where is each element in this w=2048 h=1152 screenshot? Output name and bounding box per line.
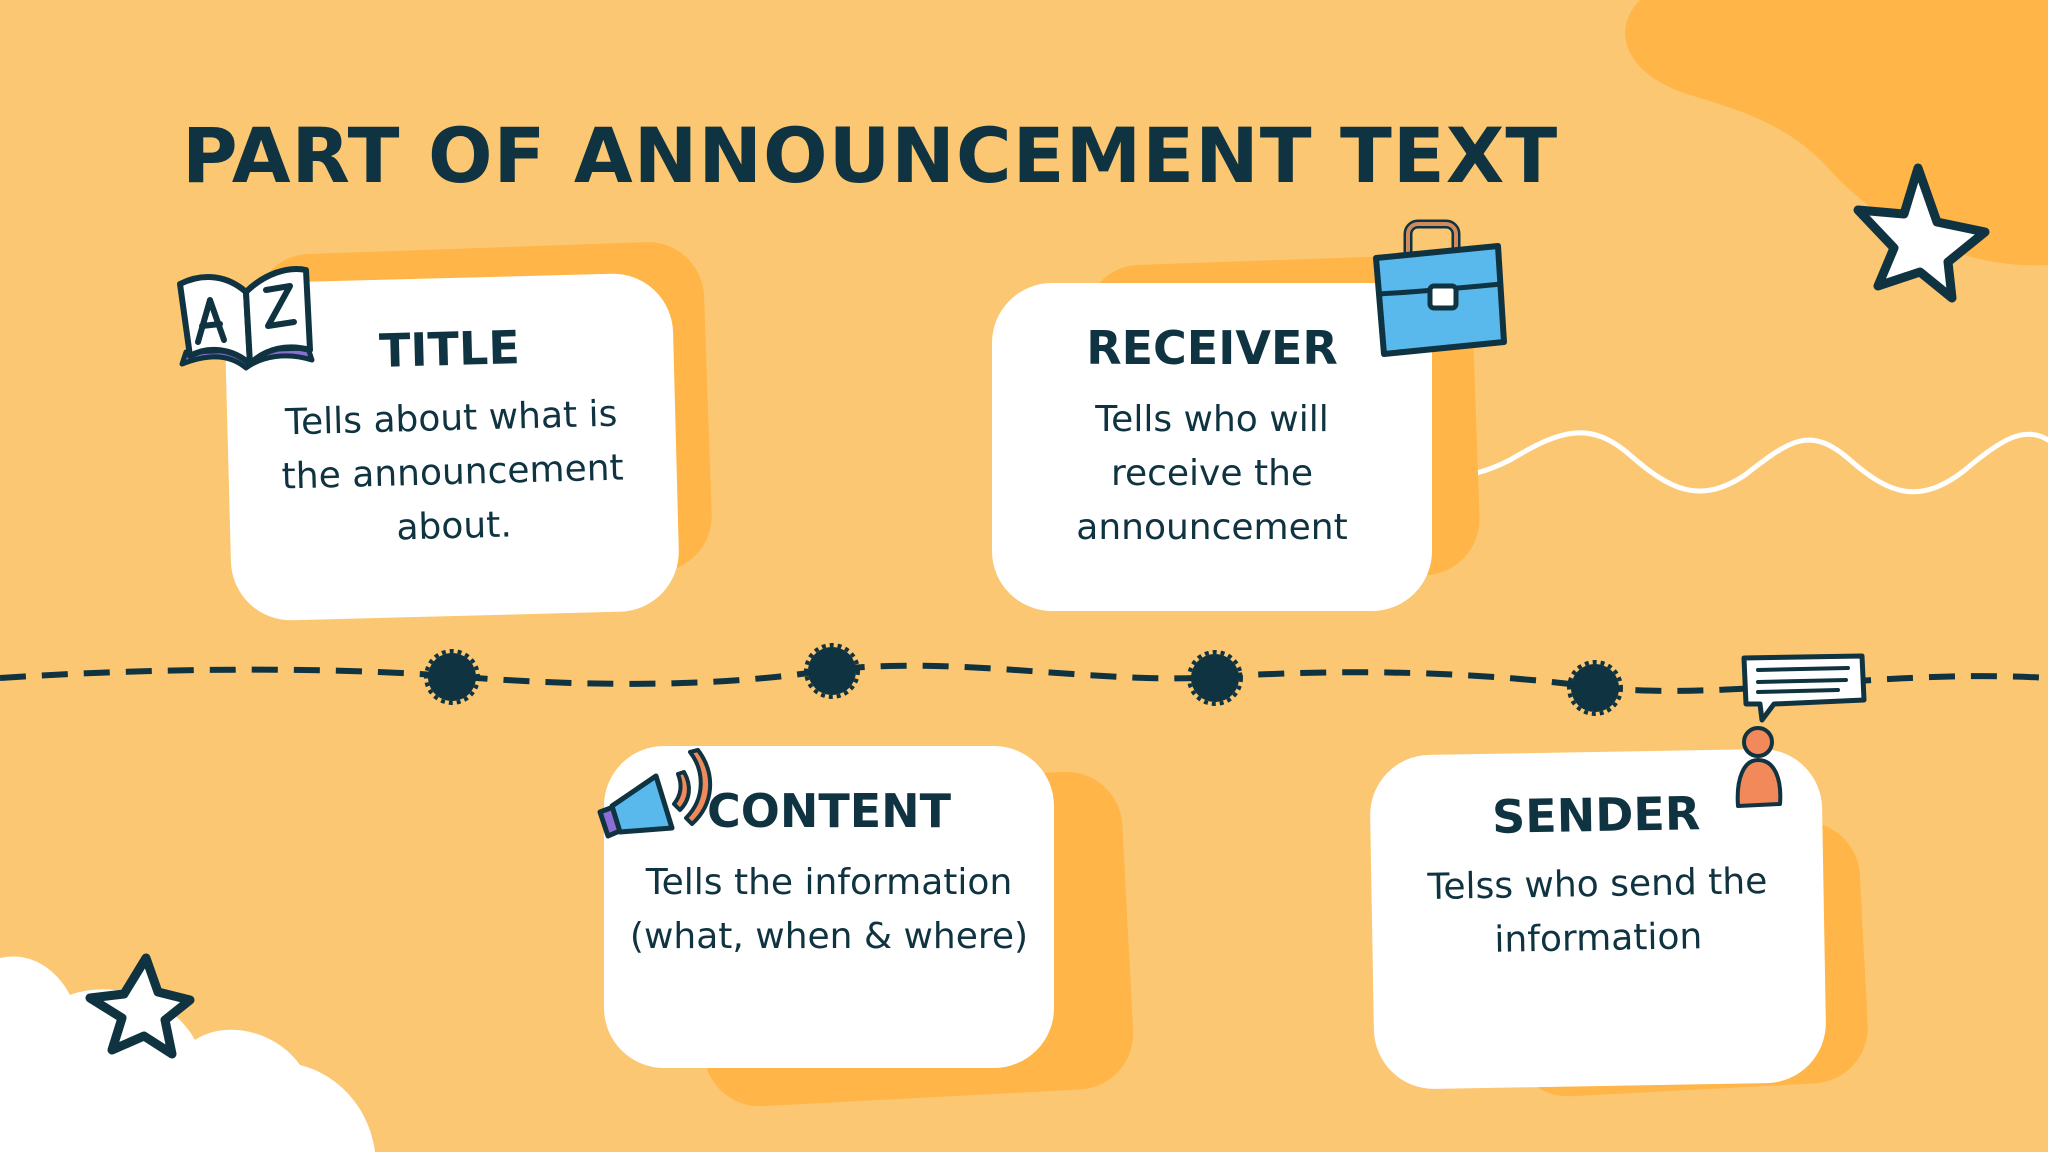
card-description: Tells who will receive the announcement bbox=[1076, 399, 1348, 548]
timeline-dot bbox=[1567, 660, 1623, 716]
timeline-dashed-line bbox=[0, 662, 2048, 694]
card-content: CONTENT Tells the information (what, whe… bbox=[604, 746, 1054, 1068]
top-right-blob bbox=[1625, 0, 2048, 266]
card-description: Tells about what is the announcement abo… bbox=[281, 393, 625, 549]
bottom-left-cloud bbox=[0, 956, 375, 1152]
person-speech-bubble-icon bbox=[1735, 653, 1867, 808]
card-heading: RECEIVER bbox=[1086, 321, 1338, 375]
megaphone-icon bbox=[597, 748, 712, 839]
card-receiver: RECEIVER Tells who will receive the anno… bbox=[992, 283, 1432, 611]
timeline-dot bbox=[804, 643, 860, 699]
squiggle-line bbox=[1427, 430, 2048, 495]
timeline-dot bbox=[424, 649, 480, 705]
card-description: Telss who send the information bbox=[1427, 861, 1768, 961]
card-heading: CONTENT bbox=[706, 784, 952, 838]
open-book-az-icon bbox=[177, 266, 315, 371]
star-icon bbox=[1853, 163, 1990, 303]
card-description: Tells the information (what, when & wher… bbox=[629, 862, 1029, 957]
card-heading: TITLE bbox=[378, 320, 521, 378]
star-icon bbox=[85, 953, 195, 1059]
briefcase-icon bbox=[1373, 219, 1507, 357]
card-heading: SENDER bbox=[1491, 786, 1701, 844]
page-title: PART OF ANNOUNCEMENT TEXT bbox=[182, 111, 1559, 200]
timeline-dot bbox=[1187, 650, 1243, 706]
